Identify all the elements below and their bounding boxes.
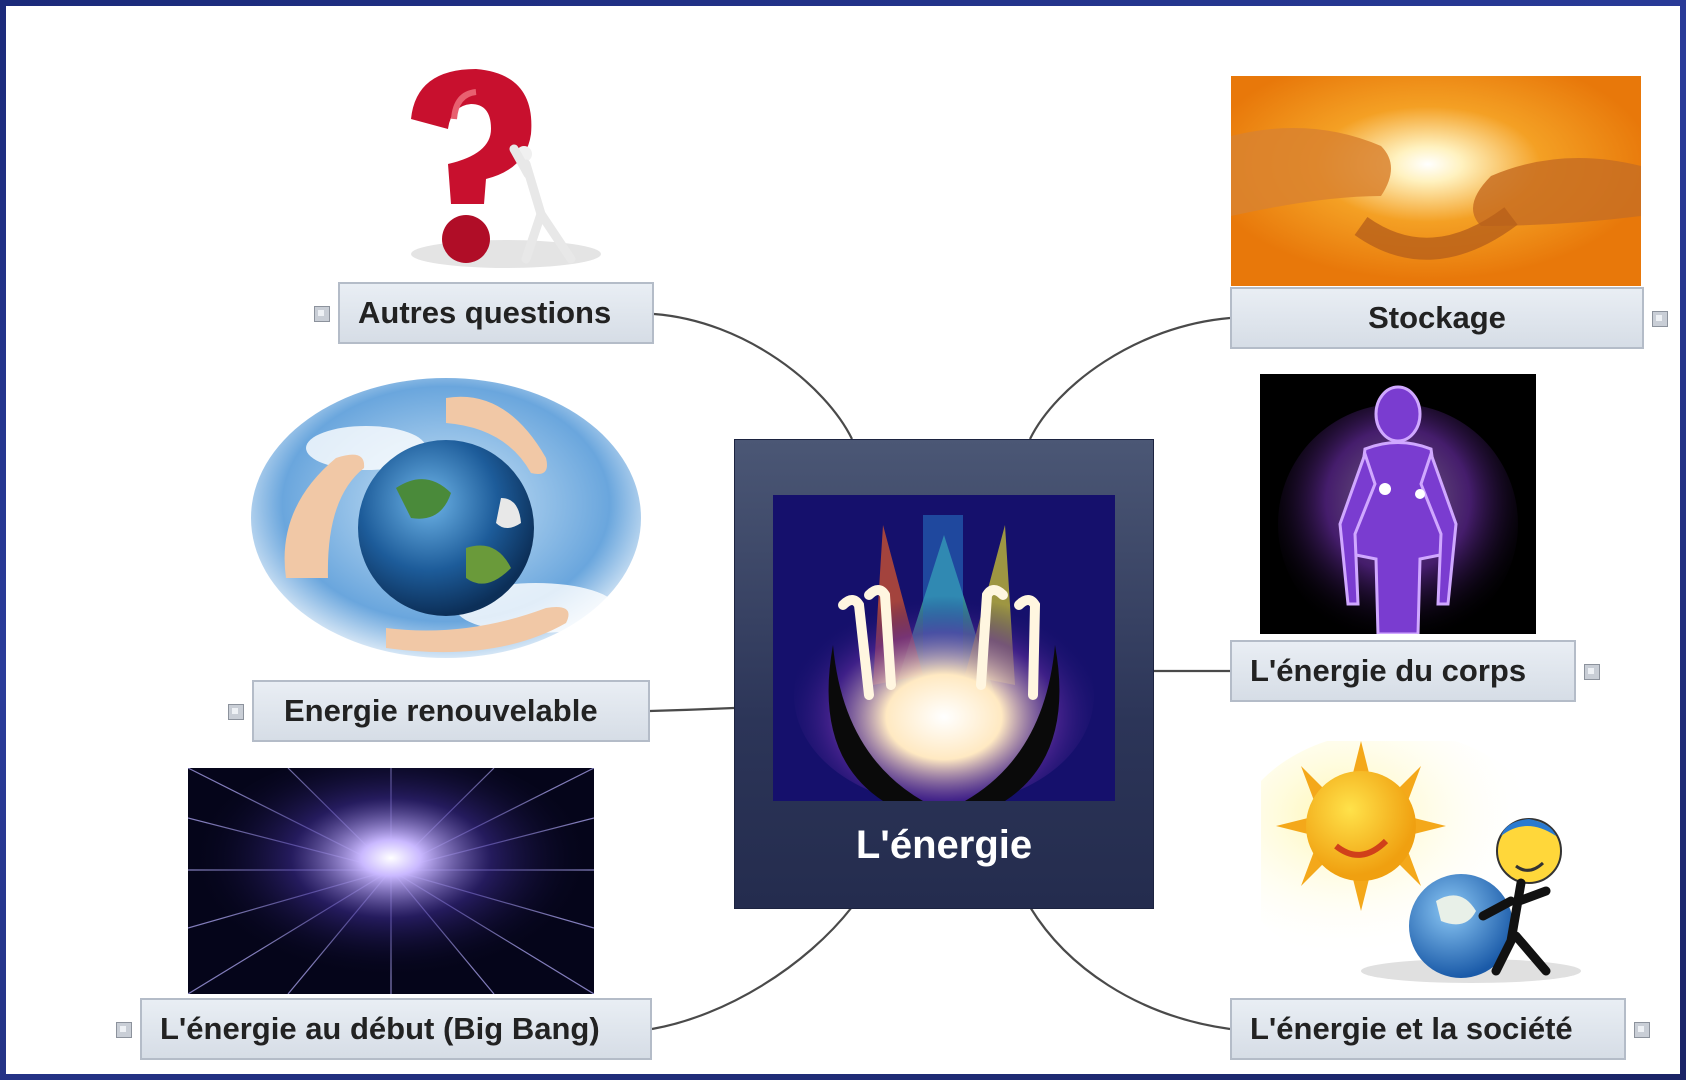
topic-label: L'énergie et la société <box>1250 1011 1573 1046</box>
connector-bigbang <box>651 906 853 1031</box>
topic-stockage[interactable]: Stockage <box>1230 287 1668 349</box>
collapse-handle[interactable] <box>1584 664 1600 680</box>
energy-body-image <box>1260 374 1536 634</box>
glowing-hands-orange-image <box>1231 76 1641 286</box>
topic-energie-renouvelable[interactable]: Energie renouvelable <box>228 680 650 742</box>
collapse-handle[interactable] <box>1652 311 1668 327</box>
topic-label: Stockage <box>1368 300 1506 335</box>
glowing-hands-image <box>773 495 1115 801</box>
mind-map-canvas: L'énergie Autres questions <box>6 6 1680 1074</box>
topic-energie-et-la-societe[interactable]: L'énergie et la société <box>1230 998 1650 1060</box>
question-mark-image <box>396 64 606 274</box>
topic-label: L'énergie du corps <box>1250 653 1527 688</box>
topic-label: Energie renouvelable <box>284 693 598 728</box>
topic-label: L'énergie au début (Big Bang) <box>160 1011 600 1046</box>
connector-stockage <box>1029 316 1231 440</box>
central-topic[interactable]: L'énergie <box>734 439 1154 909</box>
connector-societe <box>1029 906 1231 1031</box>
connector-autres <box>653 312 853 440</box>
collapse-handle[interactable] <box>314 306 330 322</box>
connector-renouvelable <box>649 706 735 713</box>
topic-energie-du-corps[interactable]: L'énergie du corps <box>1230 640 1600 702</box>
central-title: L'énergie <box>855 823 1033 867</box>
collapse-handle[interactable] <box>228 704 244 720</box>
collapse-handle[interactable] <box>1634 1022 1650 1038</box>
starburst-image <box>188 768 594 994</box>
topic-big-bang[interactable]: L'énergie au début (Big Bang) <box>116 998 652 1060</box>
topic-label: Autres questions <box>358 295 612 330</box>
topic-autres-questions[interactable]: Autres questions <box>314 282 654 344</box>
earth-in-hands-image <box>246 378 646 668</box>
connector-lines <box>649 312 1231 1031</box>
sun-and-earth-cartoon-image <box>1261 741 1591 991</box>
collapse-handle[interactable] <box>116 1022 132 1038</box>
